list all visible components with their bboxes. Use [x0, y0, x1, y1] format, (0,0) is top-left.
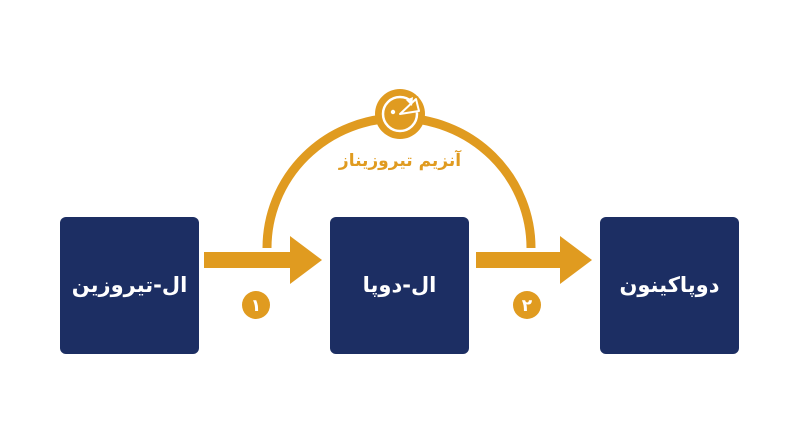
- box-dopaquinone-label: دوپاکینون: [619, 273, 719, 297]
- step-2-number: ۲: [522, 296, 533, 316]
- step-1-number: ۱: [251, 296, 261, 316]
- box-l-tyrosine: ال-تیروزین: [60, 217, 199, 354]
- box-l-dopa: ال-دوپا: [330, 217, 469, 354]
- box-dopaquinone: دوپاکینون: [600, 217, 739, 354]
- step-2-badge: ۲: [513, 291, 541, 319]
- arrow-step-2: [476, 236, 592, 284]
- enzyme-icon: [375, 89, 425, 139]
- box-l-dopa-label: ال-دوپا: [363, 273, 437, 297]
- arrow-step-1: [204, 236, 322, 284]
- box-l-tyrosine-label: ال-تیروزین: [72, 273, 188, 297]
- step-1-badge: ۱: [242, 291, 270, 319]
- enzyme-label: آنزیم تیروزیناز: [338, 149, 462, 171]
